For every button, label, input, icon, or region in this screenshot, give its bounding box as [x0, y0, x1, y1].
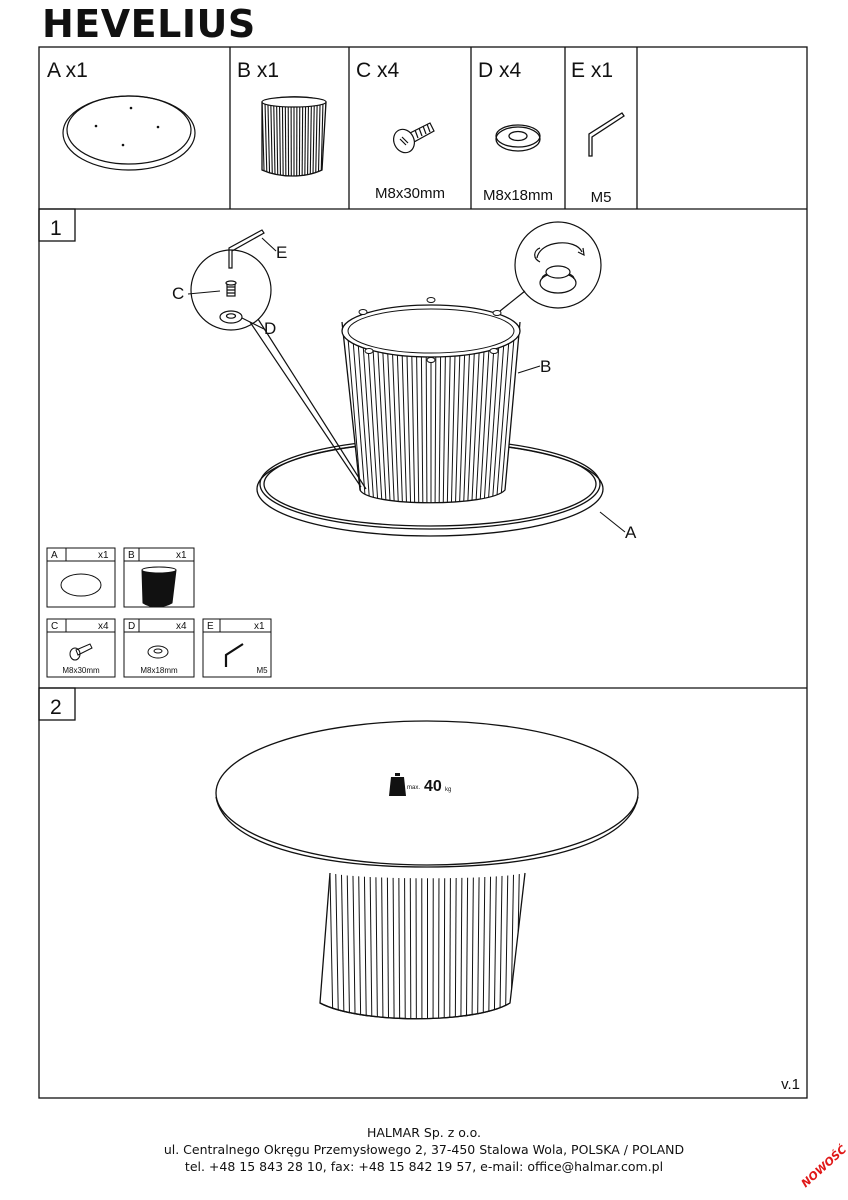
- fastener-detail-bubble: [190, 229, 367, 490]
- callout-e: E: [276, 243, 287, 262]
- legend-a-qty: x1: [98, 550, 109, 561]
- step2-table: [215, 720, 639, 1020]
- part-d-spec: M8x18mm: [483, 187, 553, 204]
- screw-icon: [393, 122, 435, 154]
- callout-lines: [187, 237, 626, 533]
- legend-c-qty: x4: [98, 621, 109, 632]
- step-1-number: 1: [50, 217, 62, 240]
- part-b-label: B x1: [237, 59, 279, 82]
- tabletop-icon: [62, 95, 196, 171]
- legend-e-qty: x1: [254, 621, 265, 632]
- step1-base: [341, 297, 521, 504]
- parts-legend: [46, 547, 272, 678]
- frame: [38, 46, 808, 1099]
- part-c-label: C x4: [356, 59, 400, 82]
- weight-icon: [389, 773, 406, 796]
- part-c-spec: M8x30mm: [375, 185, 445, 202]
- legend-a-letter: A: [51, 550, 58, 561]
- part-e-label: E x1: [571, 59, 613, 82]
- legend-e-spec: M5: [256, 666, 268, 675]
- legend-c-spec: M8x30mm: [62, 666, 100, 675]
- legend-b-letter: B: [128, 550, 135, 561]
- washer-icon: [495, 124, 541, 152]
- footer: HALMAR Sp. z o.o. ul. Centralnego Okręgu…: [0, 1124, 848, 1175]
- legend-text: A x1 B x1 C x4 D x4 E x1 M8x30mm M8x18mm…: [51, 550, 268, 675]
- legend-d-spec: M8x18mm: [140, 666, 178, 675]
- hex-key-icon: [588, 112, 625, 157]
- part-a-label: A x1: [47, 59, 88, 82]
- callout-c: C: [172, 284, 184, 303]
- part-e-spec: M5: [591, 189, 612, 206]
- callout-b: B: [540, 357, 551, 376]
- footer-company: HALMAR Sp. z o.o.: [366, 1125, 482, 1140]
- legend-b-qty: x1: [176, 550, 187, 561]
- version-label: v.1: [781, 1076, 800, 1093]
- legend-e-letter: E: [207, 621, 214, 632]
- footer-address: ul. Centralnego Okręgu Przemysłowego 2, …: [163, 1142, 685, 1157]
- callout-a: A: [625, 523, 637, 542]
- weight-unit: kg: [445, 787, 451, 793]
- base-icon: [261, 96, 327, 177]
- legend-d-letter: D: [128, 621, 135, 632]
- weight-prefix: max.: [407, 785, 420, 791]
- document-title: HEVELIUS: [42, 2, 256, 46]
- legend-d-qty: x4: [176, 621, 187, 632]
- legend-c-letter: C: [51, 621, 58, 632]
- part-d-label: D x4: [478, 59, 522, 82]
- footer-contact: tel. +48 15 843 28 10, fax: +48 15 842 1…: [184, 1159, 664, 1174]
- weight-value: 40: [424, 778, 442, 795]
- step-2-number: 2: [50, 696, 62, 719]
- rotation-detail-bubble: [499, 221, 602, 312]
- callout-d: D: [264, 319, 276, 338]
- weight-limit: max. 40 kg: [389, 773, 451, 796]
